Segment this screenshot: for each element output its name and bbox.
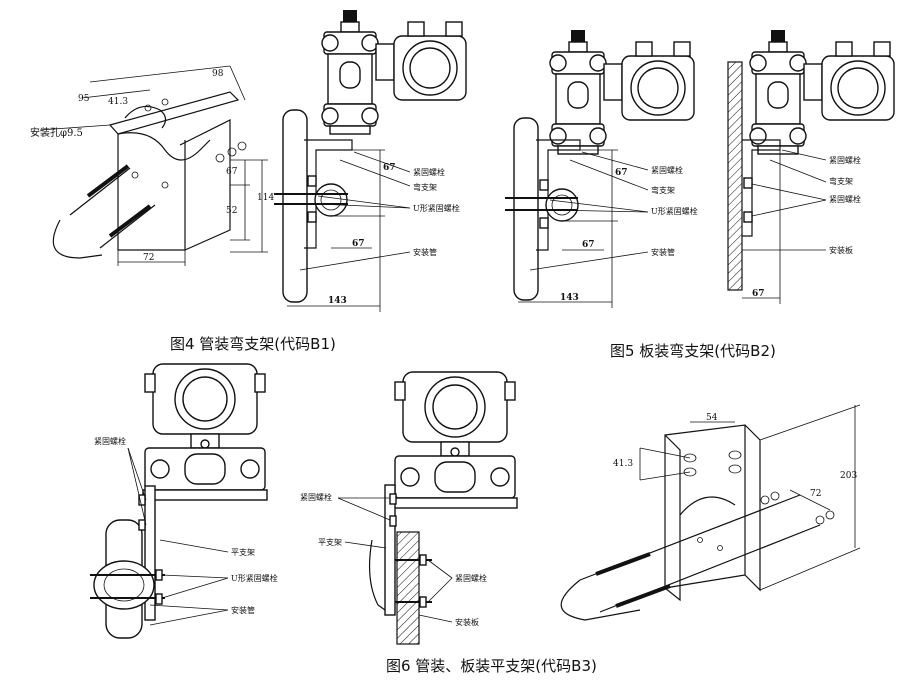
fig6-label-flat-bracket-left: 平支架 [231, 547, 255, 557]
fig6-label-bolt-middle: 紧固螺栓 [300, 492, 332, 502]
fig4-dim-72: 72 [143, 253, 154, 263]
fig5-label-bracket-right: 弯支架 [829, 176, 853, 186]
fig5-label-u-bolt: U形紧固螺栓 [651, 206, 698, 216]
fig6-dim-54: 54 [706, 413, 718, 423]
fig5-label-bolt: 紧固螺栓 [651, 165, 683, 175]
fig4-side-view: 67 67 143 紧固螺栓 弯支架 U形紧固螺栓 安装管 [274, 9, 467, 312]
fig5-dim-67-vertical: 67 [615, 168, 628, 178]
fig6-dim-203: 203 [840, 471, 857, 481]
fig5-dim-143: 143 [560, 293, 579, 303]
fig4-label-bolt: 紧固螺栓 [413, 167, 445, 177]
fig6-bracket-isometric: 54 41.3 72 203 [560, 404, 861, 621]
fig4-label-pipe: 安装管 [413, 247, 437, 257]
fig4-dim-67-horizontal: 67 [352, 239, 365, 249]
fig6-pipe-view: 紧固螺栓 平支架 U形紧固螺栓 安装管 [90, 363, 278, 639]
fig4-hole-label: 安装孔φ9.5 [30, 126, 83, 139]
fig6-panel-view: 紧固螺栓 平支架 紧固螺栓 安装板 [300, 371, 518, 645]
fig4-label-bent-bracket: 弯支架 [413, 182, 437, 192]
fig4-dim-67: 67 [226, 167, 238, 177]
fig4-dim-143: 143 [328, 296, 347, 306]
fig4-dim-114: 114 [257, 193, 274, 203]
fig5-label-bent-bracket: 弯支架 [651, 185, 675, 195]
fig6-caption: 图6 管装、板装平支架(代码B3) [386, 657, 597, 675]
fig6-dim-72: 72 [810, 489, 821, 499]
fig5-pipe-view: 67 67 143 紧固螺栓 弯支架 U形紧固螺栓 安装管 [505, 29, 698, 308]
fig5-label-bolt-right-2: 紧固螺栓 [829, 194, 861, 204]
fig6-label-bolt-left: 紧固螺栓 [94, 436, 126, 446]
fig4-dim-41-3: 41.3 [108, 97, 128, 107]
fig4-bracket-isometric: 98 95 41.3 安装孔φ9.5 67 52 114 72 [30, 65, 274, 266]
fig5-dim-67-panel: 67 [752, 289, 765, 299]
fig4-caption: 图4 管装弯支架(代码B1) [170, 335, 336, 353]
fig6-label-plate-middle: 安装板 [455, 617, 479, 627]
fig4-label-u-bolt: U形紧固螺栓 [413, 203, 460, 213]
fig6-label-bolt-middle-2: 紧固螺栓 [455, 573, 487, 583]
fig6-dim-41-3: 41.3 [613, 459, 633, 469]
fig4-dim-67-vertical: 67 [383, 163, 396, 173]
fig5-caption: 图5 板装弯支架(代码B2) [610, 342, 776, 360]
fig5-label-pipe: 安装管 [651, 247, 675, 257]
fig4-dim-98: 98 [212, 69, 224, 79]
fig4-dim-95: 95 [78, 94, 90, 104]
fig6-label-u-bolt-left: U形紧固螺栓 [231, 573, 278, 583]
fig5-label-plate: 安装板 [829, 245, 853, 255]
fig5-dim-67-horizontal: 67 [582, 240, 595, 250]
fig6-label-pipe-left: 安装管 [231, 605, 255, 615]
fig5-label-bolt-right: 紧固螺栓 [829, 155, 861, 165]
fig4-dim-52: 52 [226, 206, 237, 216]
fig6-label-flat-bracket-middle: 平支架 [318, 537, 342, 547]
fig5-panel-view: 67 紧固螺栓 弯支架 紧固螺栓 安装板 [727, 29, 895, 304]
